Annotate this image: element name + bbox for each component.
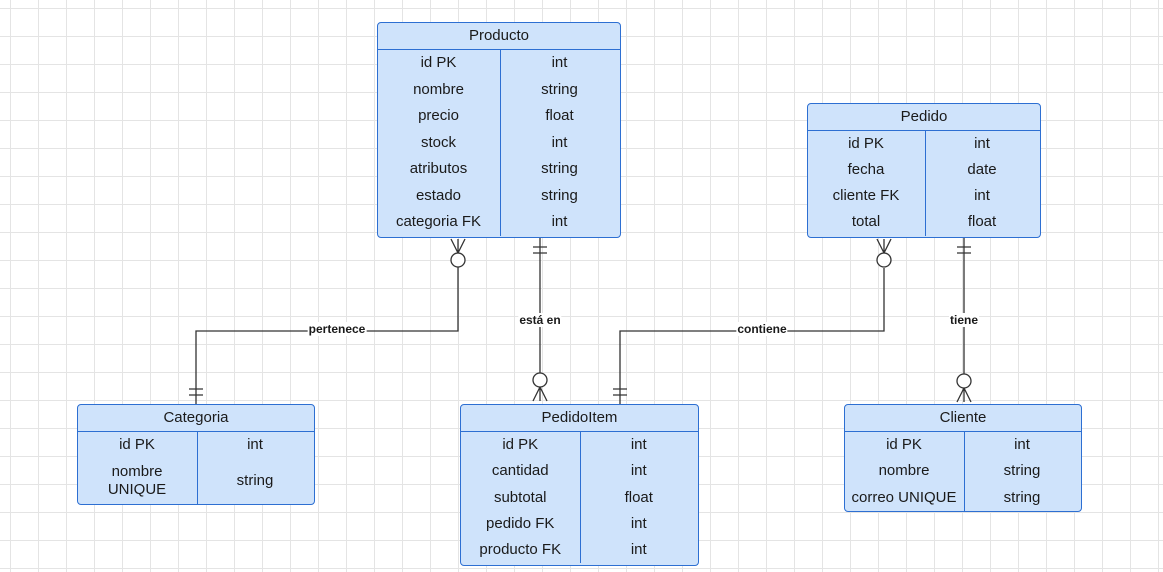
attribute-name: estado <box>415 186 462 204</box>
attribute-name: precio <box>418 107 459 125</box>
attribute-name: fecha <box>847 161 885 179</box>
pertenece-producto-optional-circle <box>450 252 466 268</box>
attribute-type: float <box>967 213 997 231</box>
entity-producto[interactable]: Producto id PK int nombre string precio float… <box>377 22 621 238</box>
attribute-row[interactable]: correo UNIQUE string <box>845 485 1081 511</box>
attribute-name: cliente FK <box>832 187 900 205</box>
attribute-row[interactable]: cliente FK int <box>808 183 1040 209</box>
attribute-row[interactable]: precio float <box>378 103 620 130</box>
relationship-label-tiene: tiene <box>948 313 980 327</box>
entity-rows: id PK int nombre string precio float stock int a… <box>378 50 620 236</box>
tiene-cliente-crows-foot <box>956 387 972 403</box>
attribute-type: float <box>624 488 653 506</box>
attribute-name: id PK <box>119 435 155 453</box>
relationship-label-contiene: contiene <box>736 322 788 336</box>
attribute-name: id PK <box>420 54 457 72</box>
attribute-type: string <box>541 186 578 204</box>
attribute-type: float <box>545 107 574 125</box>
attribute-row[interactable]: stock int <box>378 130 620 157</box>
attribute-name: id PK <box>502 436 539 454</box>
attribute-name: id PK <box>848 135 884 153</box>
attribute-type: string <box>236 471 274 489</box>
attribute-name: producto FK <box>479 541 562 559</box>
attribute-name: nombre <box>413 80 464 98</box>
esta-en-producto-one-bars <box>533 246 547 254</box>
attribute-row[interactable]: id PK int <box>78 432 314 457</box>
entity-title: Categoria <box>78 405 314 432</box>
attribute-type: int <box>551 54 568 72</box>
pertenece-producto-crows-foot <box>450 238 466 254</box>
attribute-name: nombre <box>878 462 930 480</box>
contiene-pedidoitem-one-bars <box>613 388 627 396</box>
attribute-type: int <box>551 133 568 151</box>
entity-rows: id PK int fecha date cliente FK int total float <box>808 131 1040 236</box>
attribute-row[interactable]: id PK int <box>808 131 1040 157</box>
entity-title: Producto <box>378 23 620 50</box>
attribute-type: int <box>630 436 647 454</box>
attribute-row[interactable]: atributos string <box>378 156 620 183</box>
attribute-row[interactable]: total float <box>808 209 1040 235</box>
tiene-pedido-one-bars <box>957 246 971 254</box>
attribute-row[interactable]: id PK int <box>845 432 1081 458</box>
attribute-name: pedido FK <box>486 515 555 533</box>
attribute-row[interactable]: cantidad int <box>461 458 698 484</box>
entity-title: Cliente <box>845 405 1081 432</box>
attribute-name: stock <box>420 133 456 151</box>
attribute-name: atributos <box>409 160 468 178</box>
attribute-row[interactable]: producto FK int <box>461 537 698 563</box>
attribute-name: cantidad <box>491 462 549 480</box>
attribute-type: int <box>551 213 568 231</box>
attribute-type: int <box>630 462 647 480</box>
connector-contiene <box>619 268 885 404</box>
attribute-type: date <box>967 161 997 179</box>
esta-en-pedidoitem-crows-foot <box>532 386 548 402</box>
attribute-row[interactable]: estado string <box>378 183 620 210</box>
attribute-type: int <box>974 187 990 205</box>
attribute-row[interactable]: fecha date <box>808 157 1040 183</box>
attribute-type: int <box>630 515 647 533</box>
entity-pedido[interactable]: Pedido id PK int fecha date cliente FK int tot… <box>807 103 1041 238</box>
pertenece-categoria-one-bars <box>189 388 203 396</box>
attribute-type: string <box>541 160 578 178</box>
attribute-type: string <box>1003 462 1041 480</box>
attribute-name: correo UNIQUE <box>851 488 957 506</box>
attribute-type: string <box>1003 488 1041 506</box>
entity-title: PedidoItem <box>461 405 698 432</box>
entity-pedidoitem[interactable]: PedidoItem id PK int cantidad int subtotal fl… <box>460 404 699 566</box>
attribute-row[interactable]: id PK int <box>461 432 698 458</box>
entity-rows: id PK int cantidad int subtotal float pedido F… <box>461 432 698 564</box>
attribute-row[interactable]: nombre string <box>845 458 1081 484</box>
relationship-label-pertenece: pertenece <box>307 322 367 336</box>
attribute-type: int <box>1014 436 1030 454</box>
attribute-row[interactable]: subtotal float <box>461 485 698 511</box>
tiene-cliente-optional-circle <box>956 373 972 389</box>
attribute-type: string <box>541 80 578 98</box>
attribute-name: subtotal <box>493 488 547 506</box>
attribute-row[interactable]: nombre string <box>378 77 620 104</box>
entity-title: Pedido <box>808 104 1040 131</box>
attribute-row[interactable]: categoria FK int <box>378 209 620 236</box>
attribute-name: id PK <box>886 436 922 454</box>
esta-en-pedidoitem-optional-circle <box>532 372 548 388</box>
attribute-row[interactable]: id PK int <box>378 50 620 77</box>
attribute-type: int <box>630 541 647 559</box>
attribute-name: categoria FK <box>395 213 482 231</box>
relationship-label-esta-en: está en <box>518 313 562 327</box>
attribute-type: int <box>974 135 990 153</box>
attribute-name: total <box>851 213 881 231</box>
entity-rows: id PK int nombre string correo UNIQUE string <box>845 432 1081 511</box>
attribute-row[interactable]: pedido FK int <box>461 511 698 537</box>
contiene-pedido-crows-foot <box>876 238 892 254</box>
contiene-pedido-optional-circle <box>876 252 892 268</box>
attribute-type: int <box>247 435 263 453</box>
